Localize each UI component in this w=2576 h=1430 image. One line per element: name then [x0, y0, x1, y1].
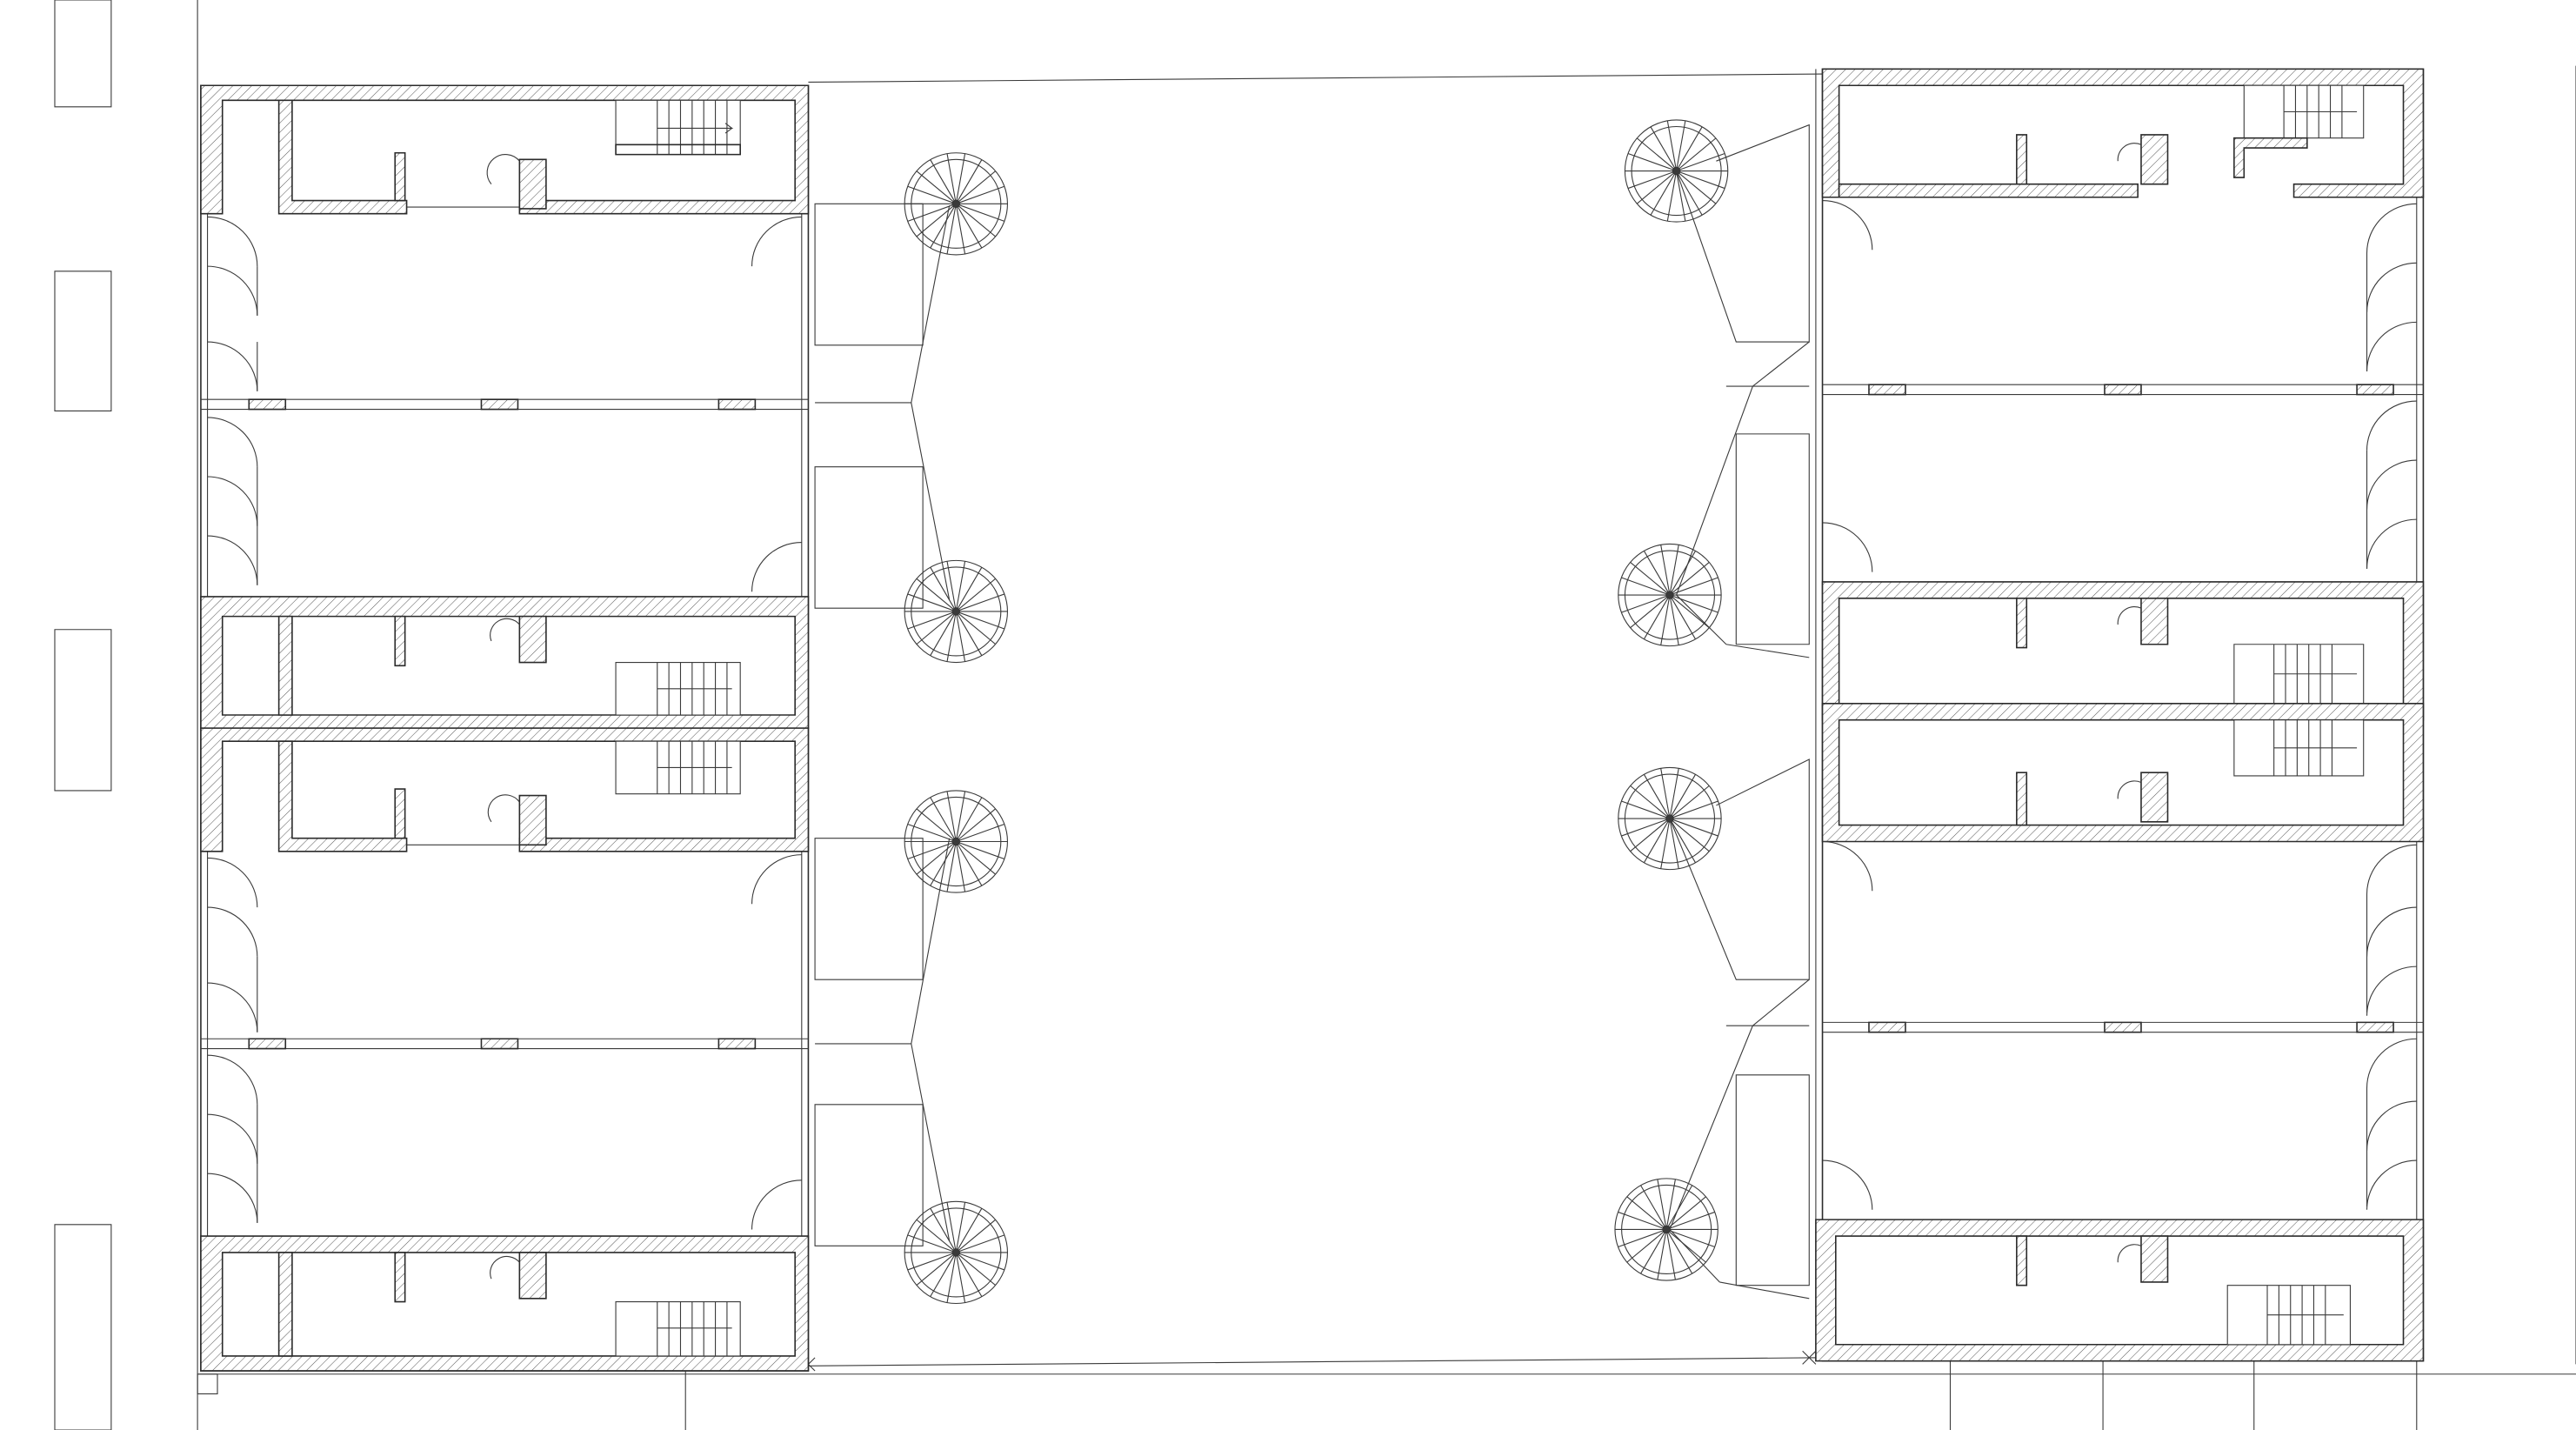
service-core-1 — [201, 85, 809, 213]
neighbor-block — [55, 0, 111, 107]
neighbor-block — [55, 1225, 111, 1430]
corner-marker — [1803, 1351, 1816, 1364]
service-core-3 — [201, 728, 809, 852]
service-core-r1 — [1823, 69, 2424, 197]
spiral-stair — [904, 1201, 1007, 1303]
service-core-r4 — [1816, 1220, 2424, 1361]
left-facade-doors — [208, 217, 257, 1222]
right-facade-doors — [752, 217, 802, 1229]
courtyard-top-edge — [808, 74, 1822, 82]
spiral-stair — [904, 560, 1007, 662]
service-core-4 — [201, 1236, 809, 1371]
staircase — [616, 100, 740, 154]
party-wall-1 — [201, 399, 809, 409]
service-core-2 — [201, 597, 809, 728]
party-wall-r2 — [1823, 1022, 2424, 1032]
corner-marker — [197, 1374, 217, 1394]
courtyard-bottom-edge — [808, 1358, 1822, 1366]
right-balconies — [1670, 125, 1809, 1299]
staircase — [616, 1302, 740, 1356]
right-building — [1670, 69, 2423, 1360]
party-wall-r1 — [1823, 384, 2424, 394]
spiral-stair — [904, 791, 1007, 892]
neighbor-block — [55, 630, 111, 791]
party-wall-2 — [201, 1039, 809, 1048]
spiral-stair — [904, 153, 1007, 255]
spiral-stair — [1618, 767, 1721, 869]
left-building — [201, 85, 950, 1371]
site-context — [55, 0, 2576, 1430]
service-core-r3 — [1823, 704, 2424, 842]
service-core-r2 — [1823, 582, 2424, 720]
left-balconies — [815, 204, 950, 1246]
spiral-stair — [1615, 1179, 1718, 1280]
neighbor-block — [55, 271, 111, 411]
spiral-stair — [1625, 120, 1727, 222]
spiral-staircases — [904, 120, 1728, 1304]
right-building-doors — [1823, 201, 2417, 1210]
spiral-stair — [1618, 544, 1721, 645]
